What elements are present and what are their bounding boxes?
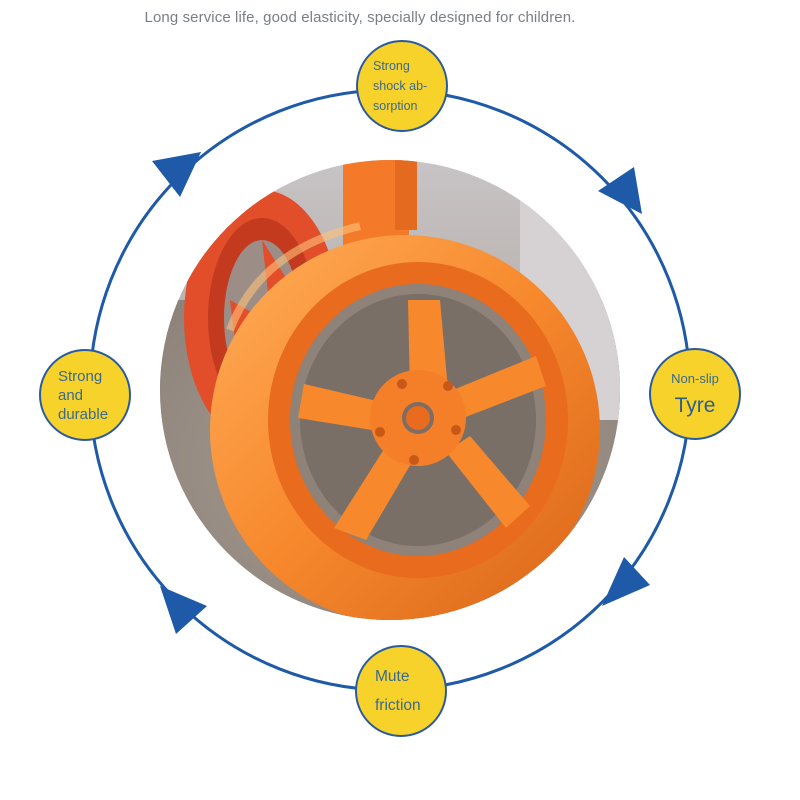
feature-line: friction xyxy=(375,697,421,714)
arrow-bottom-left-icon xyxy=(160,586,207,634)
feature-line: Strong xyxy=(58,367,103,385)
arrow-top-right-icon xyxy=(598,167,642,214)
arrow-top-left-icon xyxy=(152,152,201,197)
feature-line: shock ab- xyxy=(373,79,428,93)
feature-line: sorption xyxy=(373,99,418,113)
arrow-bottom-right-icon xyxy=(602,557,650,606)
feature-badge-shock-absorption: Strong shock ab- sorption xyxy=(356,40,448,132)
feature-badge-mute-friction: Mute friction xyxy=(355,645,447,737)
feature-small-label: Non-slip xyxy=(671,370,719,386)
feature-badge-durable: Strong and durable xyxy=(39,349,131,441)
feature-line: Strong xyxy=(373,59,410,73)
feature-badge-non-slip-tyre: Non-slip Tyre xyxy=(649,348,741,440)
orange-wheel-photo xyxy=(160,160,620,620)
feature-line: durable xyxy=(58,405,109,423)
feature-line: and xyxy=(58,386,84,404)
feature-line: Mute xyxy=(375,668,410,685)
feature-large-label: Tyre xyxy=(674,393,716,417)
headline-text: Long service life, good elasticity, spec… xyxy=(144,9,576,26)
